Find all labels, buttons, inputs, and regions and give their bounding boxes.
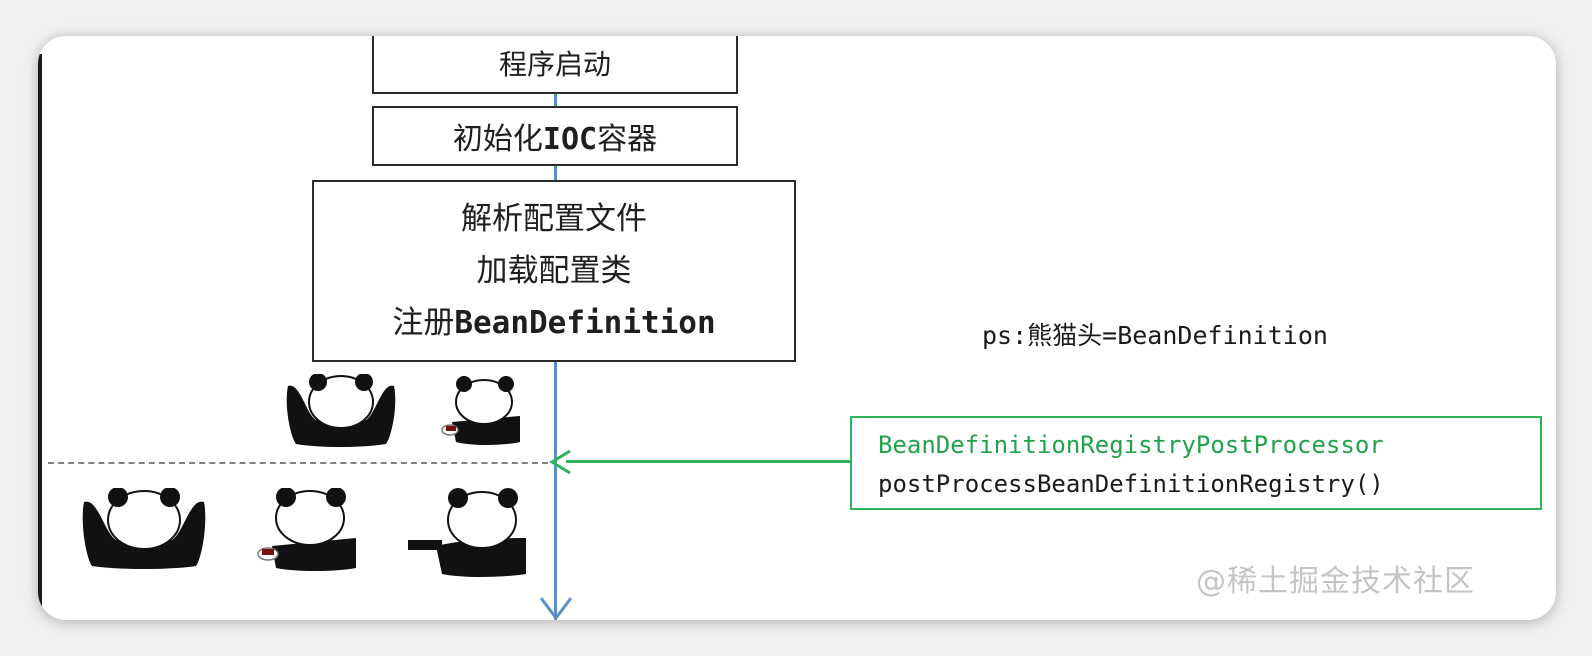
processor-class-name: BeanDefinitionRegistryPostProcessor [878, 431, 1384, 459]
step-parse-line3-prefix: 注册 [392, 305, 455, 341]
step-start-label: 程序启动 [498, 48, 611, 81]
watermark: @稀土掘金技术社区 [1196, 564, 1475, 599]
step-parse-line3-code: BeanDefinition [454, 305, 716, 341]
step-init-label: 初始化IOC容器 [453, 114, 657, 158]
processor-arrow-line [566, 460, 850, 463]
step-start-box: 程序启动 [372, 36, 738, 94]
phase-divider [48, 462, 548, 464]
processor-method-name: postProcessBeanDefinitionRegistry() [878, 470, 1384, 498]
processor-arrowhead-icon [549, 449, 571, 475]
step-parse-box: 解析配置文件 加载配置类 注册BeanDefinition [312, 180, 796, 362]
panda-meme-icon [82, 488, 206, 569]
step-init-prefix: 初始化 [452, 122, 543, 157]
panda-meme-icon [441, 376, 520, 445]
timeline-arrowhead-icon [539, 597, 573, 620]
step-init-box: 初始化IOC容器 [372, 106, 738, 166]
panda-note: ps:熊猫头=BeanDefinition [982, 321, 1328, 350]
panda-meme-icon [408, 488, 526, 577]
step-parse-line2: 加载配置类 [476, 253, 632, 289]
panda-meme-icon [286, 374, 396, 447]
step-parse-line3: 注册BeanDefinition [392, 297, 715, 349]
step-init-suffix: 容器 [597, 122, 658, 157]
panda-meme-icon [257, 488, 356, 571]
processor-box: BeanDefinitionRegistryPostProcessor post… [850, 416, 1542, 510]
diagram-card: 程序启动 初始化IOC容器 解析配置文件 加载配置类 注册BeanDefinit… [38, 36, 1556, 620]
step-parse-line1: 解析配置文件 [461, 201, 647, 237]
left-edge-line [38, 54, 42, 620]
step-init-code: IOC [542, 122, 598, 157]
